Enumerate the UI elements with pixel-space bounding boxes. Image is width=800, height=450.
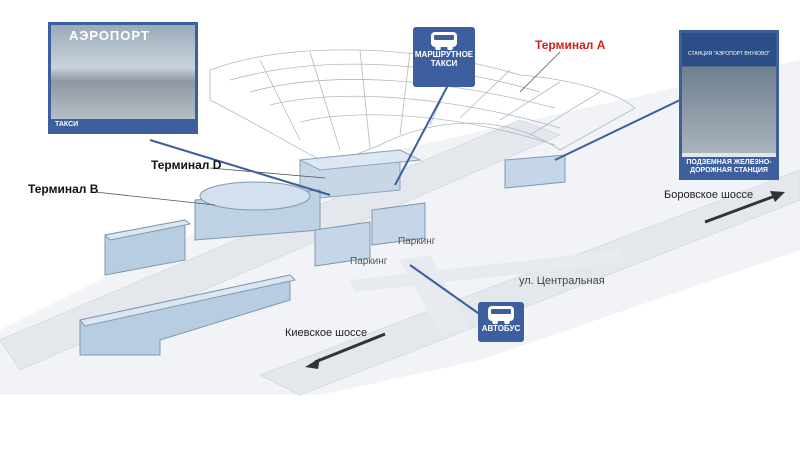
shuttle-leader <box>394 71 456 186</box>
parking-label-1: Паркинг <box>398 236 436 247</box>
taxi-photo: АЭРОПОРТ <box>51 25 195 119</box>
station-photo-card: СТАНЦИЯ "АЭРОПОРТ ВНУКОВО" ПОДЗЕМНАЯ ЖЕЛ… <box>679 30 779 180</box>
taxi-caption: ТАКСИ <box>51 119 195 131</box>
station-sign: СТАНЦИЯ "АЭРОПОРТ ВНУКОВО" <box>688 51 771 57</box>
terminal-d-leader <box>209 167 326 179</box>
terminal-b-building <box>194 181 321 241</box>
terminal-a-roof <box>209 49 636 166</box>
station-leader <box>554 99 681 161</box>
terminal-d-building <box>298 149 422 201</box>
parking-garage-2 <box>371 202 426 246</box>
taxi-leader <box>149 139 331 196</box>
kievskoe-arrow <box>305 332 386 369</box>
station-photo: СТАНЦИЯ "АЭРОПОРТ ВНУКОВО" <box>682 33 776 153</box>
parking-label-2: Паркинг <box>350 256 388 267</box>
terminal-b-label: Терминал B <box>28 182 99 196</box>
bus-leader <box>409 264 486 319</box>
cross-road <box>400 255 470 335</box>
parking-garage-1 <box>314 221 371 267</box>
minibus-icon <box>431 32 457 50</box>
shuttle-taxi-card: МАРШРУТНОЕ ТАКСИ <box>413 27 475 87</box>
kievskoe-label: Киевское шоссе <box>285 327 368 339</box>
shuttle-taxi-label: МАРШРУТНОЕ ТАКСИ <box>414 50 474 68</box>
borovskoe-arrow <box>704 191 785 224</box>
taxi-photo-card: АЭРОПОРТ ТАКСИ <box>48 22 198 134</box>
terminal-b-leader <box>94 191 216 206</box>
left-building <box>103 219 192 276</box>
terminal-a-leader <box>519 51 561 93</box>
bus-card: АВТОБУС <box>478 302 524 342</box>
bus-icon <box>488 306 514 324</box>
terminal-d-label: Терминал D <box>151 158 222 172</box>
central-street-label: ул. Центральная <box>519 275 605 287</box>
bus-label: АВТОБУС <box>481 324 521 333</box>
airport-sign: АЭРОПОРТ <box>69 28 150 43</box>
borovskoe-road <box>258 169 800 396</box>
station-building <box>504 154 566 189</box>
lower-building <box>79 274 296 356</box>
borovskoe-label: Боровское шоссе <box>664 189 754 201</box>
station-caption: ПОДЗЕМНАЯ ЖЕЛЕЗНО-ДОРОЖНАЯ СТАНЦИЯ <box>682 157 776 177</box>
terminal-a-label: Терминал А <box>535 38 606 52</box>
